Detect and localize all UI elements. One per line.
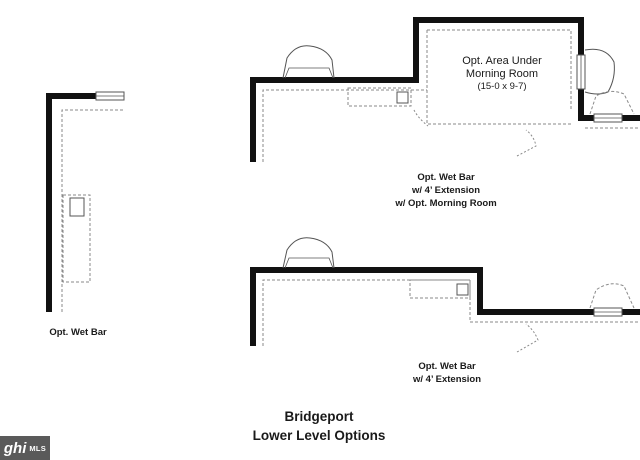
area-dimensions: (15-0 x 9-7) [477,81,527,93]
door-swing [516,323,539,353]
wet-bar-counter [62,194,91,283]
plan-opt-wet-bar [46,91,125,312]
wall [46,93,96,312]
morning-room-area-label: Opt. Area Under Morning Room (15-0 x 9-7… [442,55,562,93]
title-line-1: Bridgeport [284,409,354,424]
top-plan-line-2: w/ 4’ Extension [411,184,481,196]
page-title: Bridgeport Lower Level Options [230,408,408,446]
fireplace [282,237,335,269]
wet-bar-sink [456,283,469,296]
exterior-dashed-outline [589,283,635,309]
wall [250,17,640,162]
exterior-dashed-outline [589,90,635,115]
top-plan-label: Opt. Wet Bar w/ 4’ Extension w/ Opt. Mor… [376,172,516,210]
mls-watermark-logo: ghi MLS [0,436,50,460]
top-plan-line-1: Opt. Wet Bar [417,172,475,183]
morning-room-outline [426,30,571,125]
bottom-plan-line-1: Opt. Wet Bar [418,361,476,372]
door-swing [516,129,537,157]
bottom-plan-label: Opt. Wet Bar w/ 4’ Extension [392,361,502,387]
top-plan-line-3: w/ Opt. Morning Room [395,197,497,209]
wet-bar-counter [347,87,412,107]
wet-bar-counter [409,279,471,299]
interior-dashed-line [262,29,572,162]
wet-bar-sink [69,197,85,217]
watermark-suffix: MLS [29,443,47,453]
interior-dashed-line [61,109,124,312]
plan-wet-bar-extension-morning-room [250,17,640,162]
fireplace-hearth [284,67,334,79]
wall [250,267,640,346]
fireplace [282,45,335,79]
exterior-fixture [584,48,615,95]
area-title-line-2: Morning Room [465,68,539,81]
wet-bar-sink [396,91,409,104]
bottom-plan-line-2: w/ 4’ Extension [412,373,482,385]
plan-wet-bar-extension [250,237,640,353]
watermark-brand: ghi [3,439,27,457]
door-swing [413,109,429,127]
title-line-2: Lower Level Options [252,427,386,443]
area-title-line-1: Opt. Area Under [462,55,542,67]
fireplace-hearth [284,257,334,269]
left-plan-label: Opt. Wet Bar [49,327,107,338]
